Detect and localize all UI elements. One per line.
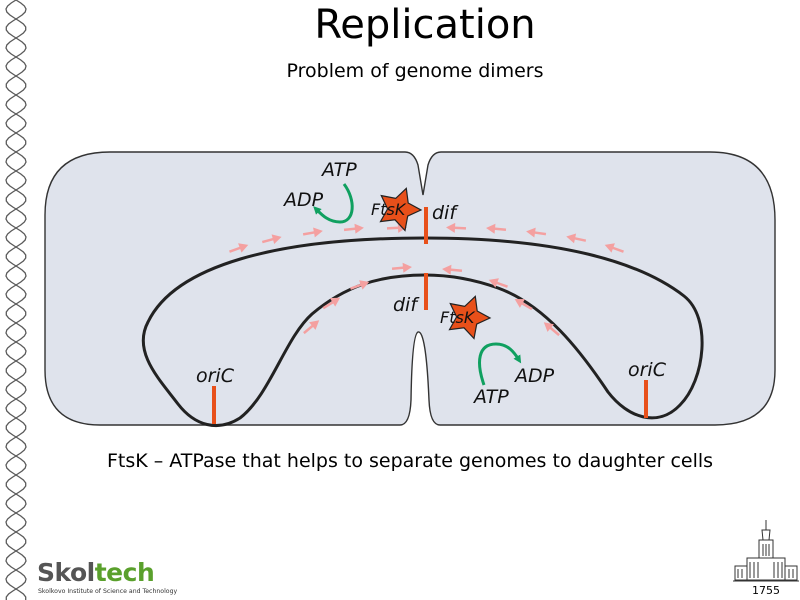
translocation-arrow — [350, 280, 370, 290]
slide-subtitle: Problem of genome dimers — [286, 60, 544, 82]
dif-label-top: dif — [432, 202, 459, 224]
slide-title: Replication — [314, 2, 536, 48]
logo-wordmark: Skoltech — [37, 558, 155, 587]
translocation-arrow — [261, 234, 282, 245]
translocation-arrow — [566, 233, 587, 244]
ftsk-label-top: FtsK — [371, 200, 407, 219]
atp-to-adp-arrow-bottom — [478, 342, 522, 386]
ftsk-star-top — [379, 187, 423, 232]
translocation-arrow — [442, 264, 463, 275]
translocation-arrow — [303, 320, 320, 335]
atp-to-adp-arrow-top — [313, 183, 354, 224]
logo-word-skol: Skol — [37, 558, 95, 587]
translocation-arrow — [302, 227, 323, 238]
atp-label-top: ATP — [320, 159, 357, 181]
translocation-arrow — [488, 278, 508, 288]
translocation-arrow — [526, 227, 547, 238]
translocation-arrow — [446, 222, 467, 233]
translocation-arrow — [322, 297, 341, 310]
translocation-arrow — [229, 243, 249, 253]
oric-label-left: oriC — [196, 365, 235, 387]
university-building-icon — [733, 520, 799, 582]
dividing-cell — [44, 151, 776, 426]
footer-year: 1755 — [752, 584, 780, 597]
logo-tagline: Skolkovo Institute of Science and Techno… — [38, 588, 178, 595]
oric-label-right: oriC — [628, 359, 667, 381]
adp-label-bottom: ADP — [513, 365, 555, 387]
translocation-arrow — [543, 322, 560, 337]
helix-border-decoration — [5, 0, 27, 600]
ftsk-star-bottom — [448, 295, 492, 340]
genome-dimer-loop — [141, 236, 704, 427]
atp-label-bottom: ATP — [472, 386, 509, 408]
adp-label-top: ADP — [282, 189, 324, 211]
translocation-arrow — [514, 299, 533, 311]
translocation-arrow — [486, 223, 507, 234]
helix-strand — [5, 0, 27, 600]
dif-label-bottom: dif — [393, 294, 420, 316]
translocation-arrow — [343, 223, 364, 234]
logo-word-tech: tech — [94, 558, 155, 587]
direction-arrows — [229, 222, 624, 337]
translocation-arrow — [391, 262, 412, 273]
ftsk-label-bottom: FtsK — [440, 308, 476, 327]
slide-caption: FtsK – ATPase that helps to separate gen… — [106, 450, 714, 472]
translocation-arrow — [604, 243, 624, 253]
helix-strand — [5, 0, 27, 600]
skoltech-logo: Skoltech Skolkovo Institute of Science a… — [33, 557, 177, 597]
